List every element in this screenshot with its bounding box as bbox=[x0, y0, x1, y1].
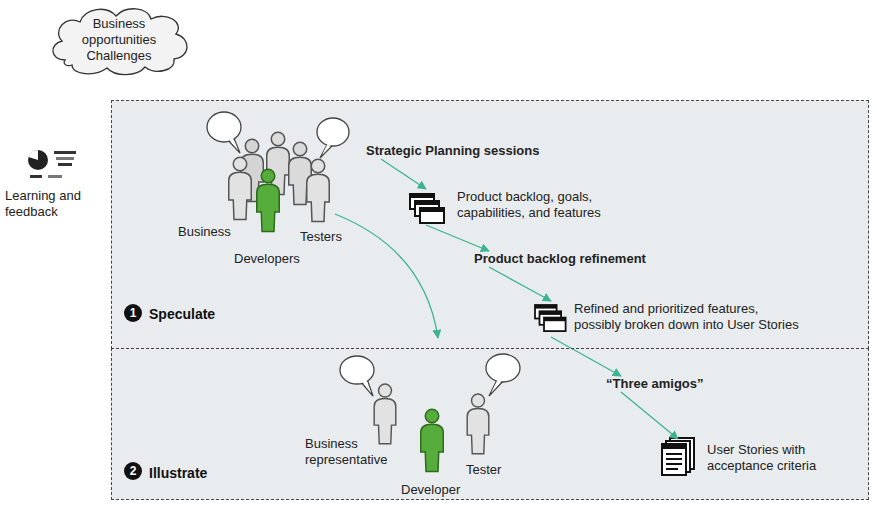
cloud-shape: Business opportunitiesChallenges bbox=[45, 4, 193, 76]
role-label: Testers bbox=[300, 229, 342, 245]
flow-arrow bbox=[551, 337, 621, 376]
phase-band: Illustrate “Three amigos” User Stories wit… bbox=[111, 348, 869, 500]
flow-arrow bbox=[381, 159, 426, 189]
flow-step: “Three amigos” bbox=[606, 376, 704, 392]
phase-title: Speculate bbox=[149, 305, 215, 323]
step-text: “Three amigos” bbox=[606, 376, 704, 392]
step-text: Product backlog, goals, capabilities, an… bbox=[457, 189, 612, 221]
note-label: Learning and feedback bbox=[5, 188, 87, 220]
band-fill bbox=[111, 100, 869, 349]
backlog-icon bbox=[535, 305, 566, 331]
learning-icon bbox=[28, 150, 76, 178]
flow-step: Product backlog, goals, capabilities, an… bbox=[411, 189, 612, 225]
role-label: Developers bbox=[234, 251, 300, 267]
people-group bbox=[229, 132, 330, 231]
flow-step: Product backlog refinement bbox=[474, 251, 646, 267]
flow-step: User Stories with acceptance criteria bbox=[663, 439, 837, 477]
step-text: Refined and prioritized features, possib… bbox=[574, 301, 804, 333]
phase-title: Illustrate bbox=[149, 464, 207, 482]
step-text: Strategic Planning sessions bbox=[366, 143, 539, 159]
role-label: Business bbox=[178, 224, 231, 240]
step-text: User Stories with acceptance criteria bbox=[707, 442, 837, 474]
cloud-text: Business opportunities bbox=[71, 16, 167, 48]
three-amigos-people bbox=[374, 384, 489, 471]
flow-arrow bbox=[426, 225, 489, 251]
flow-arrow bbox=[335, 214, 438, 338]
cloud-outline bbox=[53, 9, 187, 75]
band-fill bbox=[111, 348, 869, 500]
role-label: Developer bbox=[401, 482, 460, 498]
document-icon bbox=[662, 438, 694, 475]
flow-arrow bbox=[621, 392, 678, 439]
flow-step: Strategic Planning sessions bbox=[366, 143, 539, 159]
callout-number: 1 bbox=[124, 304, 142, 322]
backlog-icon bbox=[410, 194, 444, 223]
flow-arrow bbox=[489, 267, 551, 301]
callout-number: 2 bbox=[124, 462, 142, 480]
speech-bubble bbox=[340, 354, 520, 396]
flow-step: Refined and prioritized features, possib… bbox=[536, 301, 804, 337]
role-label: Tester bbox=[466, 462, 501, 478]
role-label: Business representative bbox=[305, 436, 395, 468]
cloud-text: Challenges bbox=[71, 48, 167, 64]
step-text: Product backlog refinement bbox=[474, 251, 646, 267]
